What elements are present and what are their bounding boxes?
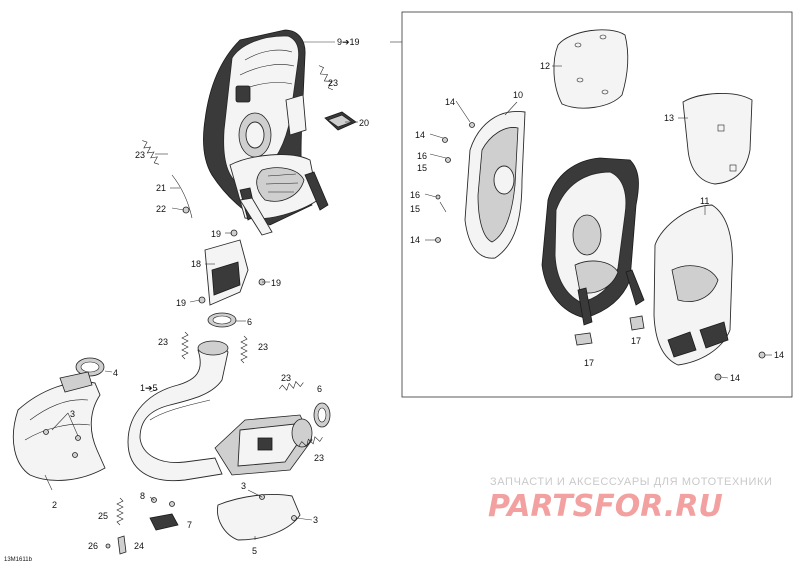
insulation-pad-12 bbox=[553, 29, 629, 109]
callout-4: 4 bbox=[113, 368, 118, 378]
spring-23-pipe-upper bbox=[278, 380, 304, 391]
callout-9-19: 9➔19 bbox=[337, 37, 360, 47]
callout-2: 2 bbox=[52, 500, 57, 510]
callout-23: 23 bbox=[135, 150, 145, 160]
callout-14: 14 bbox=[415, 130, 425, 140]
spring-23-pipe-lower bbox=[298, 436, 323, 447]
nut-26 bbox=[105, 543, 111, 549]
callout-3: 3 bbox=[70, 409, 75, 419]
rubber-grommet-20 bbox=[324, 111, 357, 131]
callout-labels: 9➔19 23 20 23 21 22 19 18 19 19 6 23 23 … bbox=[52, 37, 784, 556]
callout-23: 23 bbox=[158, 337, 168, 347]
callout-14: 14 bbox=[445, 97, 455, 107]
callout-19: 19 bbox=[211, 229, 221, 239]
diagram-code: 13M1611b bbox=[4, 557, 33, 563]
callout-14: 14 bbox=[730, 373, 740, 383]
callout-1-5: 1➔5 bbox=[140, 383, 158, 393]
watermark: ЗАПЧАСТИ И АКСЕССУАРЫ ДЛЯ МОТОТЕХНИКИ PA… bbox=[488, 476, 772, 524]
callout-16: 16 bbox=[417, 151, 427, 161]
callout-7: 7 bbox=[187, 520, 192, 530]
detail-frame bbox=[401, 11, 793, 398]
callout-17: 17 bbox=[631, 336, 641, 346]
heat-shield-2 bbox=[12, 371, 106, 481]
seal-ring-6-right bbox=[313, 402, 331, 428]
callout-8: 8 bbox=[140, 491, 145, 501]
callout-16: 16 bbox=[410, 190, 420, 200]
callout-6: 6 bbox=[317, 384, 322, 394]
callout-3: 3 bbox=[241, 481, 246, 491]
heat-shield-5 bbox=[217, 494, 301, 541]
support-rod-21 bbox=[171, 174, 193, 219]
mount-plate-7 bbox=[149, 497, 179, 531]
callout-21: 21 bbox=[156, 183, 166, 193]
spring-23-mid-right bbox=[240, 335, 248, 364]
callout-18: 18 bbox=[191, 259, 201, 269]
muffler-assembly bbox=[203, 29, 329, 236]
callout-25: 25 bbox=[98, 511, 108, 521]
spring-23-left bbox=[142, 140, 160, 165]
callout-5: 5 bbox=[252, 546, 257, 556]
callout-10: 10 bbox=[513, 90, 523, 100]
clip-24 bbox=[117, 535, 127, 555]
muffler-body-inset bbox=[541, 157, 645, 346]
spring-23-top bbox=[318, 65, 334, 91]
callout-17: 17 bbox=[584, 358, 594, 368]
exhaust-pipe-1 bbox=[127, 340, 313, 482]
insulation-pad-13 bbox=[682, 92, 753, 185]
callout-20: 20 bbox=[359, 118, 369, 128]
callout-23: 23 bbox=[328, 78, 338, 88]
muffler-cover-10 bbox=[435, 110, 526, 259]
watermark-logo: PARTSFOR.RU bbox=[488, 489, 723, 524]
callout-11: 11 bbox=[700, 196, 709, 206]
callout-13: 13 bbox=[664, 113, 674, 123]
bracket-18 bbox=[198, 229, 266, 306]
leader-lines bbox=[44, 41, 772, 540]
callout-15: 15 bbox=[410, 204, 420, 214]
callout-14: 14 bbox=[774, 350, 784, 360]
spring-25 bbox=[116, 497, 124, 526]
clamp-4 bbox=[75, 357, 105, 377]
callout-3: 3 bbox=[313, 515, 318, 525]
callout-15: 15 bbox=[417, 163, 427, 173]
watermark-tagline: ЗАПЧАСТИ И АКСЕССУАРЫ ДЛЯ МОТОТЕХНИКИ bbox=[490, 476, 772, 488]
callout-23: 23 bbox=[281, 373, 291, 383]
muffler-cover-11 bbox=[653, 204, 766, 381]
callout-19: 19 bbox=[271, 278, 281, 288]
callout-14: 14 bbox=[410, 235, 420, 245]
callout-19: 19 bbox=[176, 298, 186, 308]
seal-ring-6-upper bbox=[207, 312, 237, 328]
callout-6: 6 bbox=[247, 317, 252, 327]
spring-23-mid-left bbox=[181, 331, 189, 360]
callout-23: 23 bbox=[314, 453, 324, 463]
callout-12: 12 bbox=[540, 61, 550, 71]
callout-26: 26 bbox=[88, 541, 98, 551]
callout-23: 23 bbox=[258, 342, 268, 352]
callout-22: 22 bbox=[156, 204, 166, 214]
callout-24: 24 bbox=[134, 541, 144, 551]
